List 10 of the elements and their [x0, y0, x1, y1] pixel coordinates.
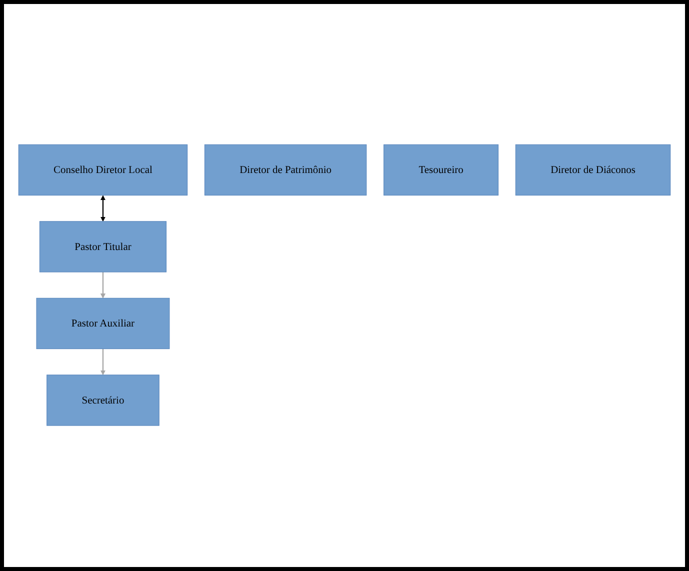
arrow [100, 272, 106, 299]
node-box: Tesoureiro [384, 144, 499, 196]
node-box: Diretor de Diáconos [515, 144, 671, 196]
node-box: Pastor Auxiliar [36, 298, 170, 350]
arrow [100, 196, 106, 222]
node-box: Conselho Diretor Local [18, 144, 188, 196]
arrow [100, 349, 106, 376]
node-box: Diretor de Patrimônio [204, 144, 367, 196]
node-box: Secretário [46, 375, 160, 426]
node-box: Pastor Titular [39, 222, 167, 273]
